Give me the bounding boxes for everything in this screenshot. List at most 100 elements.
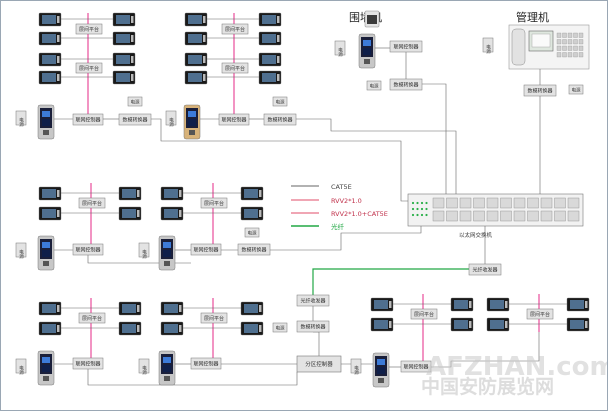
monitor-screen [374,320,388,329]
indoor-monitor [38,52,62,67]
power-frame [272,96,288,107]
monitor-keys [203,16,206,23]
door-station [37,350,55,386]
monitor-screen [164,189,178,198]
layer-platform-frame [410,308,438,320]
power-supply: 电源 [138,242,150,260]
monitor-screen [188,73,202,82]
door-station [158,350,176,386]
district-controller: 分区控制器 [296,355,342,373]
wire [296,118,457,194]
layer-platform-label: 层间平台 [79,65,99,72]
monitor-screen [42,189,56,198]
net-controller: 联网控制器 [218,113,250,126]
indoor-monitor [566,317,590,332]
fiber-cable [312,268,469,295]
wire [87,369,298,386]
data-converter-frame [523,84,557,97]
switch-port [473,197,485,209]
console-key [578,32,584,38]
switch-port [459,210,472,222]
power-supply: 电源 [350,358,362,376]
monitor-screen [490,300,504,309]
console-key [556,32,562,38]
console-key [573,32,578,38]
camera-icon [364,10,380,28]
watermark-cn: 中国安防展览网 [421,375,554,398]
switch-led [420,207,424,211]
switch-port [567,197,580,209]
indoor-monitor [450,297,474,312]
console-key [567,32,573,38]
camera-lens [367,15,377,24]
station-screen [377,359,385,365]
layer-platform-frame [200,312,228,324]
wire [151,118,408,202]
switch-led [425,213,428,217]
power-supply: 电源 [482,37,494,55]
data-converter: 数模转换器 [263,113,297,126]
switch-port [432,210,445,222]
indoor-monitor [184,70,208,85]
management-console [508,24,590,70]
door-station [37,104,55,140]
monitor-keys [57,74,60,81]
switch-port [446,210,458,222]
monitor-keys [505,301,508,308]
console-key [556,39,562,45]
monitor-screen [122,189,136,198]
monitor-keys [179,190,182,197]
layer-platform-label: 层间平台 [225,26,245,33]
fiber-converter-label: 光纤收发器 [300,297,325,304]
net-controller: 联网控制器 [400,360,432,373]
monitor-keys [277,16,280,23]
indoor-monitor [160,206,184,221]
power-supply: 电源 [568,84,584,95]
station-speaker [43,261,49,266]
console-key [562,52,567,58]
power-frame [568,84,584,95]
monitor-screen [244,189,258,198]
layer-platform: 层间平台 [200,312,228,324]
fiber-converter: 光纤收发器 [468,263,502,276]
layer-platform: 层间平台 [78,312,106,324]
monitor-keys [57,210,60,217]
monitor-screen [262,55,276,64]
monitor-keys [179,325,182,332]
monitor-keys [57,16,60,23]
legend-rvv-cat5e: RVV2*1.0+CAT5E [331,210,388,218]
station-screen [363,40,371,46]
indoor-monitor [160,321,184,336]
legend: CAT5E RVV2*1.0 RVV2*1.0+CAT5E 光纤 [291,183,388,231]
switch-port [446,197,458,209]
district-controller-label: 分区控制器 [305,360,333,368]
monitor-screen [122,209,136,218]
legend-cat5e: CAT5E [331,183,352,191]
power-label: 电源 [370,83,379,90]
power-frame [244,227,260,238]
layer-platform-frame [75,23,103,35]
power-frame [15,110,27,126]
data-converter-label: 数模转换器 [527,87,552,94]
monitor-keys [57,56,60,63]
switch-led [425,207,428,211]
door-station [37,235,55,271]
monitor-keys [179,210,182,217]
monitor-screen [116,34,130,43]
monitor-screen [116,73,130,82]
layer-platform-label: 层间平台 [204,200,224,207]
monitor-screen [42,304,56,313]
layer-platform: 层间平台 [78,197,106,209]
net-controller: 联网控制器 [72,243,104,256]
layer-platform: 层间平台 [200,197,228,209]
power-frame [334,40,346,56]
console-key [578,39,584,45]
monitor-screen [490,320,504,329]
switch-port [432,197,445,209]
ethernet-switch: 以太网交换机 [407,193,584,239]
station-keypad [363,48,371,55]
layer-platform-label: 层间平台 [82,200,102,207]
net-controller-label: 联网控制器 [75,360,100,367]
station-keypad [163,365,171,372]
